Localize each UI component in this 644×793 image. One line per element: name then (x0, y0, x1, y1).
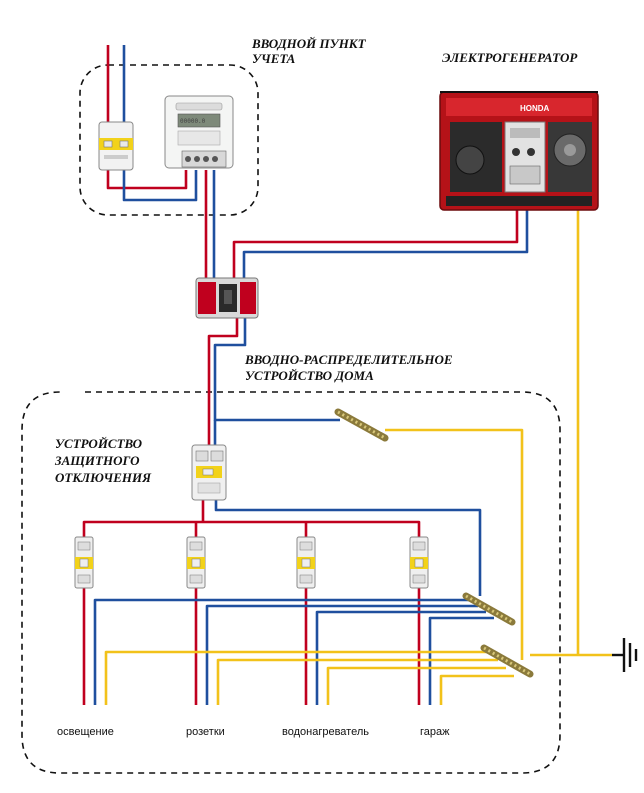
generator-brand: HONDA (520, 104, 550, 113)
wire-rcd-phase-bus (82, 500, 421, 537)
circuit-label-sockets: розетки (186, 726, 225, 738)
wire-circuit-neutral-2 (205, 604, 478, 705)
metering-point-label: ВВОДНОЙ ПУНКТ УЧЕТА (251, 36, 369, 66)
wire-switch-rcd-phase (207, 318, 239, 445)
house-distribution-label: ВВОДНО-РАСПРЕДЕЛИТЕЛЬНОЕ УСТРОЙСТВО ДОМА (244, 352, 456, 383)
wire-circuit-neutral-1 (93, 598, 470, 705)
earth-busbar-top (334, 408, 389, 442)
wire-earth-circuit-2 (216, 658, 498, 705)
wire-breaker-meter-neutral (122, 170, 198, 202)
house-distribution-enclosure (21, 391, 561, 774)
breaker-garage (409, 536, 429, 589)
electricity-meter: 00000.0 (164, 95, 234, 169)
wire-breaker-meter-phase (106, 170, 188, 190)
ground-symbol-icon (612, 638, 638, 672)
wire-circuit-neutral-3 (315, 610, 486, 705)
wire-earth-circuit-1 (104, 650, 490, 705)
rcd-label: УСТРОЙСТВО ЗАЩИТНОГО ОТКЛЮЧЕНИЯ (54, 436, 152, 485)
circuit-label-lighting: освещение (57, 726, 114, 738)
rcd-device (191, 444, 227, 501)
breaker-lighting (74, 536, 94, 589)
breaker-water-heater (296, 536, 316, 589)
wire-generator-switch-phase (232, 205, 519, 278)
wire-rcd-neutral-out (214, 500, 482, 596)
changeover-switch (195, 277, 259, 319)
busbar-icon (462, 592, 534, 678)
circuit-label-garage: гараж (420, 726, 450, 738)
earth-busbar-bottom (480, 644, 534, 678)
wire-earth-circuit-3 (326, 666, 506, 705)
input-breaker (98, 121, 134, 171)
generator-label: ЭЛЕКТРОГЕНЕРАТОР (442, 50, 578, 65)
metering-point-enclosure (79, 64, 259, 216)
wire-switch-rcd-neutral (213, 318, 340, 422)
generator: HONDA (439, 91, 599, 211)
wire-earth-circuit-4 (439, 674, 514, 705)
circuit-breaker-icon (74, 536, 429, 589)
wire-circuit-neutral-4 (428, 616, 494, 705)
wire-generator-switch-neutral (242, 205, 529, 278)
neutral-busbar (462, 592, 516, 626)
circuit-label-water-heater: водонагреватель (282, 726, 369, 738)
wire-earth-bus-top (385, 428, 524, 660)
breaker-sockets (186, 536, 206, 589)
svg-text:00000.0: 00000.0 (180, 118, 206, 125)
